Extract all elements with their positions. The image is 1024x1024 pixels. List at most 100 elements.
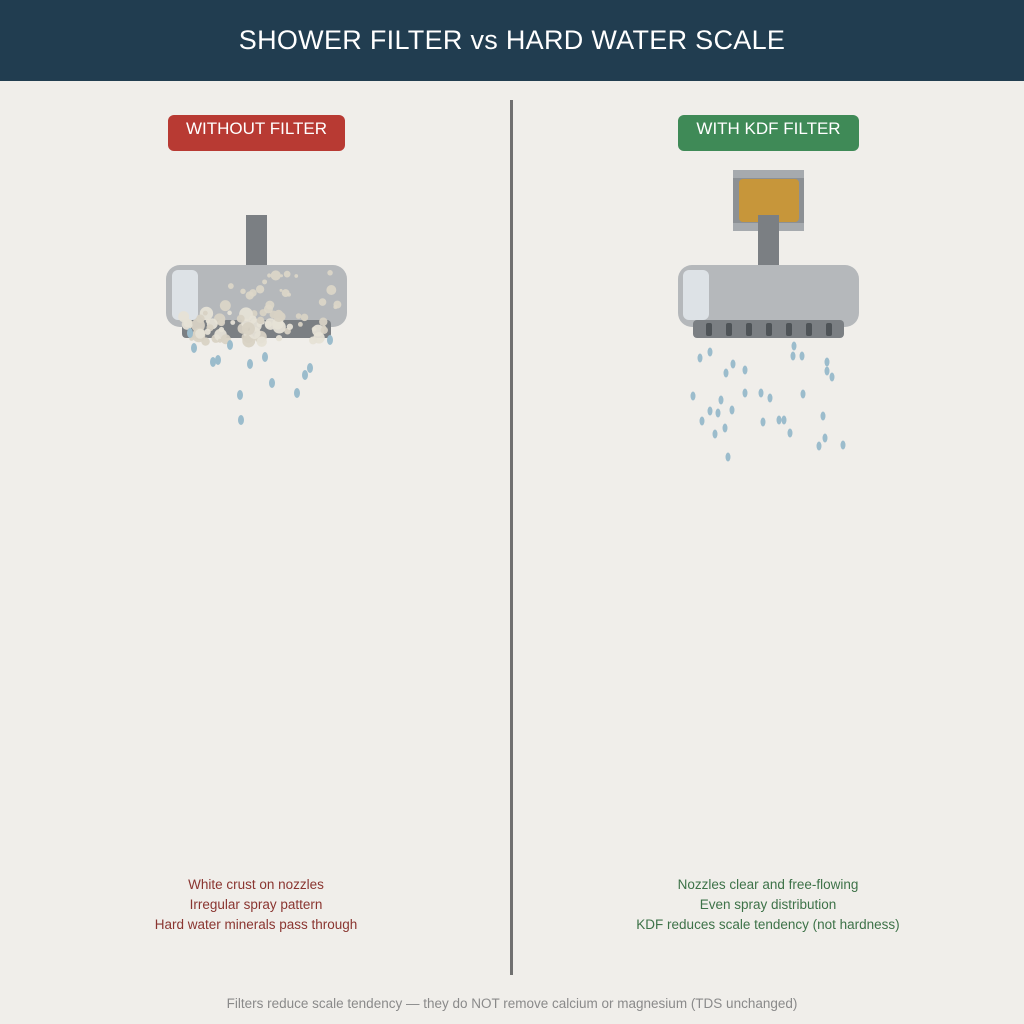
scale-deposit [236,314,245,323]
scale-deposit [281,289,290,298]
scale-deposit [326,285,337,295]
scale-deposit [240,288,246,295]
scale-deposit [245,291,254,300]
water-drop [776,415,782,425]
water-drop [712,429,718,439]
scale-deposit [280,274,284,278]
irregular-spray [187,328,333,425]
water-drop [767,393,773,403]
water-drop [800,389,806,399]
scale-deposit [327,270,333,276]
caption-line: Irregular spray pattern [189,897,323,912]
caption-line: White crust on nozzles [188,877,324,892]
nozzle [806,323,812,336]
nozzle [786,323,792,336]
water-drop [799,351,805,361]
page-title: SHOWER FILTER vs HARD WATER SCALE [238,25,786,55]
water-drop [715,408,721,418]
scale-deposit [294,274,299,278]
water-drop [269,378,275,388]
scale-deposit [204,328,211,335]
water-drop [187,328,193,338]
scale-deposit [319,317,328,326]
water-drop [697,353,703,363]
clear-nozzles [706,323,832,336]
shower-arm [246,215,267,267]
scale-deposit [195,328,206,339]
water-drop [790,351,796,361]
water-drop [822,433,828,443]
scale-deposit [267,273,272,278]
without-filter-badge: WITHOUT FILTER [168,115,345,151]
disclaimer-footnote: Filters reduce scale tendency — they do … [226,996,798,1011]
scale-deposit [217,318,226,327]
scale-deposit [318,298,327,306]
water-drop [327,335,333,345]
nozzle [746,323,752,336]
scale-deposit [279,288,283,292]
filtered-shower-head [678,170,859,338]
water-drop [699,416,705,426]
water-drop [215,355,221,365]
water-drop [730,359,736,369]
with-kdf-filter-badge: WITH KDF FILTER [678,115,859,151]
water-drop [742,365,748,375]
water-drop [690,391,696,401]
water-drop [723,368,729,378]
water-drop [707,406,713,416]
water-drop [829,372,835,382]
water-drop [191,343,197,353]
scale-deposit [263,304,273,314]
water-drop [824,357,830,367]
scale-deposit [273,311,285,323]
scale-deposit [309,336,317,345]
scale-deposit [205,318,211,324]
water-drop [725,452,731,462]
scale-deposit [295,313,302,319]
caption-line: KDF reduces scale tendency (not hardness… [636,917,900,932]
caption-line: Nozzles clear and free-flowing [677,877,859,892]
even-spray [690,341,846,462]
scale-deposit [230,320,236,325]
water-drop [227,340,233,350]
water-drop [820,411,826,421]
water-drop [824,366,830,376]
scale-deposit [256,336,267,347]
scale-deposit [196,314,205,323]
water-drop [816,441,822,451]
panel-divider [510,100,513,975]
water-drop [742,388,748,398]
scale-deposit [256,316,265,325]
water-drop [787,428,793,438]
scale-deposit [312,324,324,337]
title-bar: SHOWER FILTER vs HARD WATER SCALE [0,0,1024,81]
water-drop [718,395,724,405]
water-drop [237,390,243,400]
nozzle [826,323,832,336]
caption-line: Hard water minerals pass through [154,917,358,932]
without-filter-captions: White crust on nozzles Irregular spray p… [76,875,436,935]
scale-deposit [265,322,271,328]
shower-body [678,265,859,327]
scale-deposit [297,321,303,327]
scale-deposit [248,315,257,324]
scale-deposit [183,318,193,328]
scale-deposit [333,304,338,310]
scale-deposit [202,310,208,316]
water-drop [307,363,313,373]
water-drop [707,347,713,357]
scale-deposit [227,310,232,316]
water-drop [760,417,766,427]
shower-arm [758,215,779,267]
water-drop [302,370,308,380]
scale-deposit [262,279,268,285]
water-drop [781,415,787,425]
scale-deposit [320,326,328,334]
scale-deposit [241,322,255,336]
scale-deposit [227,283,234,289]
water-drop [791,341,797,351]
nozzle [706,323,712,336]
scale-deposit [275,334,283,342]
scale-deposit [218,326,225,333]
